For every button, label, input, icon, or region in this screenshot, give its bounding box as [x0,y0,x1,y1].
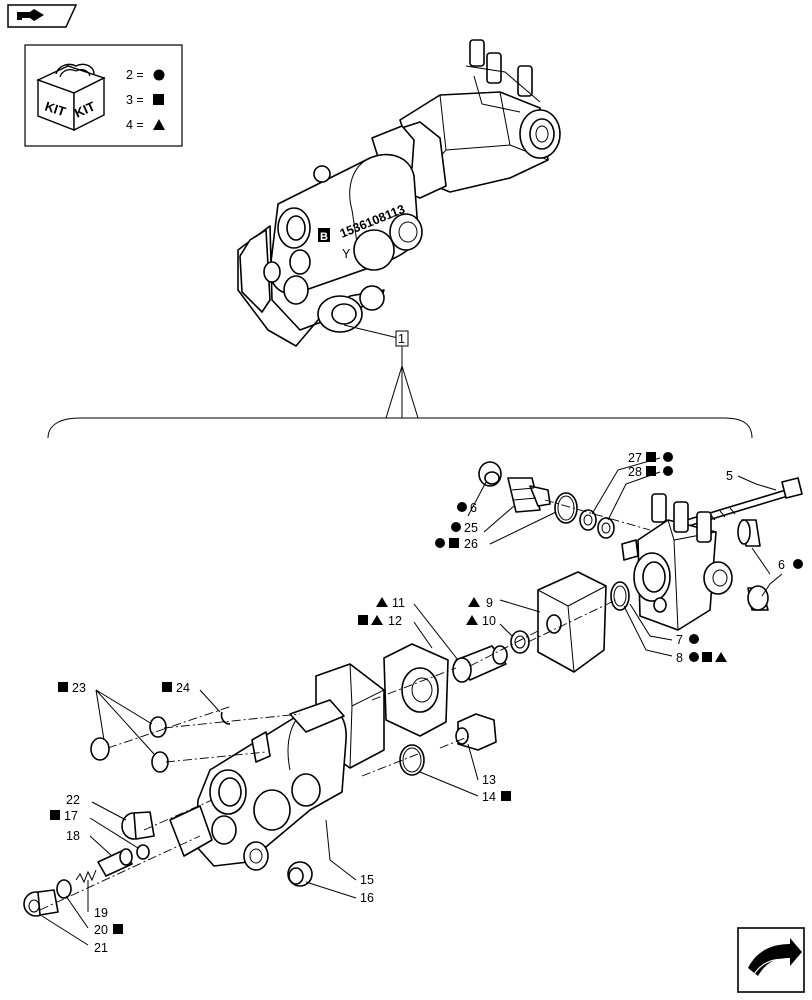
svg-text:14: 14 [482,790,496,804]
part-end-block [621,493,733,631]
valve-assembly: 1536108113 B Y [237,39,561,347]
part-9-block [537,571,607,673]
part-17-oring [136,844,150,860]
part-16-plug [287,861,313,887]
triangle-symbol-icon [153,119,165,130]
part-23-orings [90,716,169,773]
part-22-cap [121,811,155,840]
callout-23: 23 [58,681,86,695]
callout-20: 20 [94,923,123,937]
kit-legend: KIT KIT 2 = 3 = 4 = [24,44,183,147]
kit-box-icon: KIT KIT [36,63,106,132]
callout-25: 25 [451,521,478,535]
svg-text:6: 6 [470,501,477,515]
svg-text:9: 9 [486,596,493,610]
callout-11: 11 [376,596,405,610]
svg-text:7: 7 [676,633,683,647]
part-19-spring [75,869,97,884]
svg-text:24: 24 [176,681,190,695]
svg-text:28: 28 [628,465,642,479]
kit-label-left: KIT [43,99,68,120]
leader-lines [41,457,783,946]
svg-text:12: 12 [388,614,402,628]
callout-5: 5 [726,469,733,483]
legend-2-label: 2 = [126,68,144,82]
ref-number-label: 1 [398,332,405,346]
assembly-axis-lines [39,499,651,911]
svg-text:8: 8 [676,651,683,665]
port-b-label: B [320,231,328,243]
callout-17: 17 [50,809,78,823]
callout-21: 21 [94,941,108,955]
page-forward-icon[interactable] [737,927,805,993]
square-symbol-icon [153,94,164,105]
page-back-icon[interactable] [7,4,78,28]
part-14-oring [399,744,425,776]
svg-text:10: 10 [482,614,496,628]
callout-8: 8 [676,651,727,665]
callout-16: 16 [360,891,374,905]
part-6-plug-right [737,519,769,611]
callout-6-left: 6 [457,501,477,515]
svg-text:11: 11 [392,596,405,610]
svg-text:20: 20 [94,923,108,937]
callout-26: 26 [435,537,478,551]
port-b-badge [318,228,330,242]
part-20-oring [56,879,72,899]
item-1-callout: 1 [47,324,753,439]
callout-24: 24 [162,681,190,695]
callout-7: 7 [676,633,699,647]
svg-text:17: 17 [64,809,78,823]
part-26-oring [554,492,578,524]
circle-symbol-icon [153,69,165,81]
svg-text:27: 27 [628,451,642,465]
legend-4-label: 4 = [126,118,144,132]
part-10-ring [510,630,530,654]
part-6-plug-left [478,461,502,487]
callout-19: 19 [94,906,108,920]
callout-27: 27 [628,451,673,465]
legend-3-label: 3 = [126,93,144,107]
callout-28: 28 [628,465,673,479]
part-25-fitting [507,477,551,513]
callout-12: 12 [358,614,402,628]
part-21-plug [23,889,59,917]
part-11-spool [452,645,508,683]
part-15-valve-body [169,663,385,871]
svg-text:6: 6 [778,558,785,572]
part-13-plug [455,713,497,751]
callout-13: 13 [482,773,496,787]
part-12-gasket [383,643,449,737]
svg-text:23: 23 [72,681,86,695]
callout-15: 15 [360,873,374,887]
part-18-pin [97,848,133,877]
port-y-label: Y [342,247,351,261]
callout-18: 18 [66,829,80,843]
callout-22: 22 [66,793,80,807]
callout-14: 14 [482,790,511,804]
svg-text:26: 26 [464,537,478,551]
svg-text:25: 25 [464,521,478,535]
callout-9: 9 [468,596,493,610]
callout-10: 10 [466,614,496,628]
part-5-screw [659,477,803,535]
callout-6-right: 6 [778,558,803,572]
part-27-28-rings [579,509,615,539]
